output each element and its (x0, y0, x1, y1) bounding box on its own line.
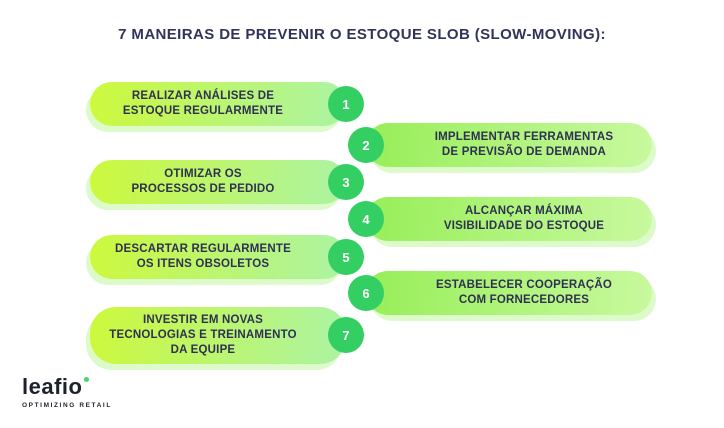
step-label: ESTABELECER COOPERAÇÃO COM FORNECEDORES (435, 279, 613, 306)
step-number-badge: 6 (348, 275, 384, 311)
logo-wordmark: leafio (22, 374, 83, 399)
step-pill: REALIZAR ANÁLISES DE ESTOQUE REGULARMENT… (90, 82, 364, 126)
step-number-badge: 4 (348, 201, 384, 237)
logo-dot-icon (84, 377, 90, 382)
step-pill: DESCARTAR REGULARMENTE OS ITENS OBSOLETO… (90, 235, 364, 279)
page-title: 7 MANEIRAS DE PREVENIR O ESTOQUE SLOB (S… (118, 26, 606, 43)
step-pill: ALCANÇAR MÁXIMA VISIBILIDADE DO ESTOQUE … (348, 197, 652, 241)
step-number-badge: 7 (328, 317, 364, 354)
step-number-badge: 2 (348, 127, 384, 163)
step-label: IMPLEMENTAR FERRAMENTAS DE PREVISÃO DE D… (434, 131, 614, 158)
step-pill: INVESTIR EM NOVAS TECNOLOGIAS E TREINAME… (90, 307, 364, 364)
step-pill: ESTABELECER COOPERAÇÃO COM FORNECEDORES … (348, 271, 652, 315)
step-label: DESCARTAR REGULARMENTE OS ITENS OBSOLETO… (114, 243, 292, 270)
logo-tagline: OPTIMIZING RETAIL (22, 402, 112, 409)
step-pill: OTIMIZAR OS PROCESSOS DE PEDIDO 3 (90, 160, 364, 204)
leafio-logo: leafio OPTIMIZING RETAIL (22, 374, 112, 410)
step-number-badge: 5 (328, 239, 364, 275)
step-label: OTIMIZAR OS PROCESSOS DE PEDIDO (131, 168, 275, 195)
step-pill: IMPLEMENTAR FERRAMENTAS DE PREVISÃO DE D… (348, 123, 652, 167)
step-number-badge: 1 (328, 86, 364, 122)
step-label: ALCANÇAR MÁXIMA VISIBILIDADE DO ESTOQUE (443, 205, 605, 232)
step-label: INVESTIR EM NOVAS TECNOLOGIAS E TREINAME… (109, 314, 297, 356)
step-label: REALIZAR ANÁLISES DE ESTOQUE REGULARMENT… (122, 90, 284, 117)
step-number-badge: 3 (328, 164, 364, 200)
